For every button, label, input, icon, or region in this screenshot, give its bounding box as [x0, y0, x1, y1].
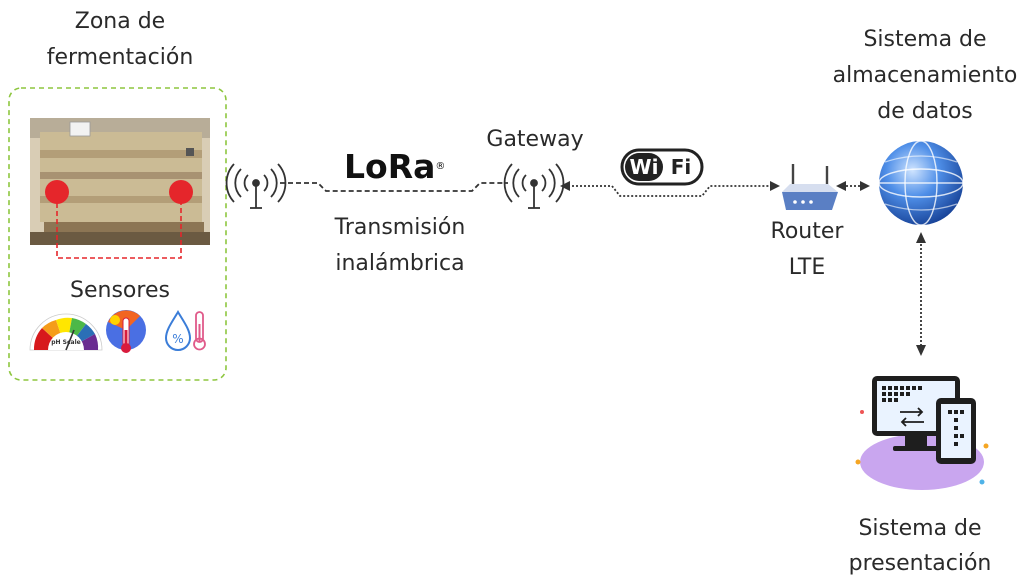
antenna-left-icon: [225, 163, 287, 209]
wifi-logo-icon: [620, 148, 704, 186]
arrow-head-icon: [916, 345, 926, 356]
zone-title-line2: fermentación: [46, 45, 194, 70]
presentation-label-line1: Sistema de: [858, 516, 982, 541]
ph-gauge-icon: [29, 313, 103, 351]
sensor-link: [56, 195, 182, 259]
storage-label-line1: Sistema de: [863, 27, 987, 52]
lora-logo-text: LoRa: [344, 147, 436, 186]
gateway-label: Gateway: [486, 127, 584, 152]
router-label-line1: Router: [770, 219, 844, 244]
lora-registered-mark: ®: [435, 161, 446, 172]
fermentation-zone-box: [8, 87, 227, 381]
wifi-link: [568, 185, 770, 197]
arrow-head-icon: [860, 181, 870, 191]
sensors-label: Sensores: [70, 278, 170, 303]
zone-title-line1: Zona de: [74, 9, 166, 34]
presentation-label-line2: presentación: [848, 551, 992, 576]
monitor-tablet-icon: [855, 376, 989, 490]
router-icon: [782, 164, 838, 210]
arrow-head-icon: [916, 232, 926, 243]
gateway-antenna-icon: [503, 163, 565, 209]
wifi-logo-wi: Wi: [629, 155, 659, 179]
lora-link: [280, 182, 508, 192]
arrow-head-icon: [770, 181, 780, 191]
arrow-head-icon: [836, 181, 846, 191]
sensor-dot-right: [169, 180, 193, 204]
arrow-head-icon: [560, 181, 570, 191]
svg-text:%: %: [172, 332, 183, 346]
wifi-logo-fi: Fi: [670, 155, 692, 179]
lora-logo: LoRa®: [344, 148, 464, 186]
storage-label-line2: almacenamiento: [832, 63, 1018, 88]
humidity-icon: %: [164, 310, 206, 351]
globe-icon: [878, 140, 964, 226]
storage-label-line3: de datos: [877, 99, 973, 124]
lora-caption-line2: inalámbrica: [335, 251, 465, 276]
router-label-line2: LTE: [788, 255, 826, 280]
temperature-icon: [106, 310, 146, 353]
lora-caption-line1: Transmisión: [334, 215, 466, 240]
sensor-dot-left: [45, 180, 69, 204]
ph-scale-label: pH Scale: [51, 339, 81, 346]
fermentation-box-photo: [30, 118, 210, 245]
